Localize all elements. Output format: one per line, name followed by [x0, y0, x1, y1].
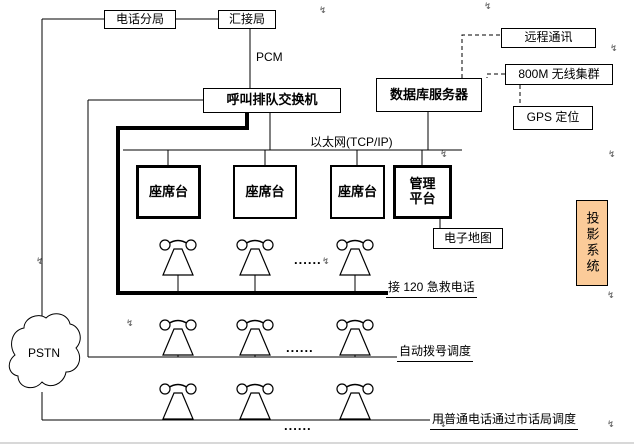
pstn-cloud: PSTN: [8, 313, 81, 389]
pstn-label: PSTN: [28, 346, 60, 360]
thick-trunk-line: [116, 113, 388, 295]
ellipsis-dots: ......: [286, 340, 314, 355]
telephone-icon: [336, 383, 374, 420]
anchor-mark-icon: ↯: [608, 149, 616, 159]
node-remote-comm: 远程通讯: [501, 28, 596, 48]
node-agent-console-2: 座席台: [233, 165, 297, 219]
node-agent-console-1: 座席台: [136, 165, 201, 219]
node-management-platform: 管理 平台: [393, 165, 452, 219]
anchor-mark-icon: ↯: [484, 1, 492, 11]
dashed-connectors: [461, 34, 521, 106]
auto-dial-label: 自动拨号调度: [397, 342, 474, 362]
anchor-mark-icon: ↯: [126, 318, 134, 328]
anchor-mark-icon: ↯: [439, 344, 447, 354]
telephone-icon: [159, 383, 197, 420]
telephone-icon: [159, 239, 197, 276]
anchor-mark-icon: ↯: [607, 419, 615, 429]
ellipsis-dots: ......: [294, 252, 322, 267]
node-agent-console-3: 座席台: [330, 165, 385, 219]
node-gps: GPS 定位: [513, 106, 593, 130]
anchor-mark-icon: ↯: [607, 290, 615, 300]
ethernet-label: 以太网(TCP/IP): [310, 135, 393, 149]
anchor-mark-icon: ↯: [36, 256, 44, 266]
telephone-icon: [236, 239, 274, 276]
node-telephone-branch: 电话分局: [104, 10, 176, 29]
telephone-icons: [159, 239, 374, 420]
node-wireless-trunking: 800M 无线集群: [505, 64, 613, 85]
node-tandem-office: 汇接局: [218, 10, 276, 29]
anchor-mark-icon: ↯: [322, 256, 330, 266]
telephone-icon: [159, 319, 197, 356]
node-projection-system: 投影系统: [576, 200, 608, 286]
telephone-icon: [236, 319, 274, 356]
node-electronic-map: 电子地图: [433, 228, 503, 249]
telephone-icon: [336, 319, 374, 356]
pcm-label: PCM: [256, 50, 283, 64]
thin-connectors: [41, 18, 462, 421]
telephone-icon: [236, 383, 274, 420]
telephone-icon: [336, 239, 374, 276]
anchor-mark-icon: ↯: [319, 5, 327, 15]
emergency-120-label: 接 120 急救电话: [386, 278, 477, 298]
anchor-mark-icon: ↯: [610, 43, 618, 53]
anchor-mark-icon: ↯: [439, 419, 447, 429]
node-database-server: 数据库服务器: [376, 78, 482, 112]
ellipsis-dots: ......: [284, 418, 312, 433]
node-call-queue-switch: 呼叫排队交换机: [203, 88, 341, 113]
ordinary-phone-label: 用普通电话通过市话局调度: [430, 410, 579, 430]
anchor-mark-icon: ↯: [440, 149, 448, 159]
